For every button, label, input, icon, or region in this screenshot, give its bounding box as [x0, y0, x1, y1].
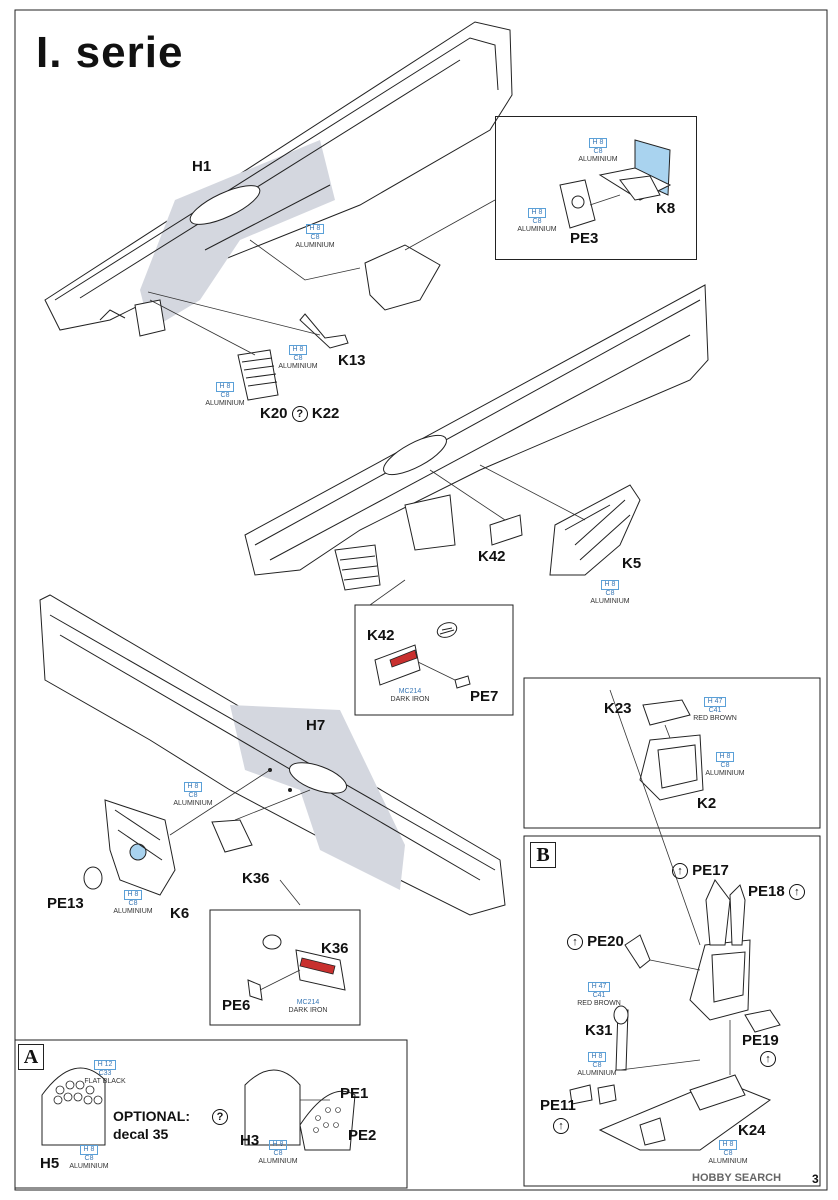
watermark: HOBBY SEARCH — [692, 1172, 782, 1184]
badge-a: A — [18, 1044, 44, 1070]
label-pe2: PE2 — [348, 1127, 377, 1144]
label-k2: K2 — [697, 795, 717, 812]
label-pe1: PE1 — [340, 1085, 369, 1102]
part-k5 — [479, 464, 641, 576]
label-pe17: ↑ PE17 — [672, 862, 729, 880]
label-pe13: PE13 — [47, 895, 84, 912]
k36-highlight — [299, 957, 336, 975]
instrument-panel-a — [41, 1067, 356, 1151]
arrow-turn-icon: ↑ — [672, 863, 688, 880]
seat-assembly-b — [569, 879, 781, 1151]
arrow-turn-icon: ↑ — [788, 884, 805, 901]
label-h5: H5 — [40, 1155, 60, 1172]
question-icon: ? — [212, 1108, 228, 1126]
label-h1: H1 — [192, 158, 212, 175]
label-pe6: PE6 — [222, 997, 251, 1014]
label-pe11: PE11 — [540, 1097, 576, 1114]
page-title: I. serie — [36, 28, 184, 77]
inset-box-k8 — [495, 116, 697, 260]
k42-detail — [374, 622, 471, 689]
label-h3: H3 — [240, 1132, 260, 1149]
k36-detail — [247, 934, 346, 1001]
label-pe18: PE18 ↑ — [748, 883, 805, 901]
label-k42-detail: K42 — [367, 627, 395, 644]
pe19-part — [744, 1009, 781, 1033]
label-k23: K23 — [604, 700, 632, 717]
label-pe7: PE7 — [470, 688, 499, 705]
pe20-part — [624, 934, 651, 969]
fuselage-half-h1 — [44, 21, 513, 337]
label-k36-detail: K36 — [321, 940, 349, 957]
label-pe19: PE19 — [742, 1032, 779, 1049]
pe17-part — [705, 879, 731, 946]
label-k36: K36 — [242, 870, 270, 887]
label-pe20: ↑ PE20 — [567, 933, 624, 951]
label-k5: K5 — [622, 555, 642, 572]
label-k6: K6 — [170, 905, 190, 922]
fuselage-half-h7 — [39, 594, 506, 916]
label-k13: K13 — [338, 352, 366, 369]
badge-b: B — [530, 842, 556, 868]
part-k36 — [211, 819, 253, 853]
pe13-part — [83, 866, 103, 890]
arrow-turn-icon: ↑ — [567, 934, 583, 951]
k42-highlight — [389, 649, 418, 668]
seat-k2 — [639, 699, 704, 801]
label-h7: H7 — [306, 717, 326, 734]
optional-line2: decal 35 — [113, 1126, 169, 1142]
label-k8: K8 — [656, 200, 676, 217]
part-k6 — [83, 769, 271, 896]
part-k20 — [237, 349, 279, 401]
label-k31: K31 — [585, 1022, 613, 1039]
question-icon: ? — [291, 406, 308, 423]
label-k24: K24 — [738, 1122, 766, 1139]
page-number: 3 — [812, 1172, 819, 1186]
inset-k8 — [559, 139, 672, 229]
label-k42: K42 — [478, 548, 506, 565]
part-k23 — [642, 699, 691, 726]
pe1-panel — [299, 1090, 356, 1151]
pe3-plate — [559, 179, 596, 229]
label-k20-k22: K20 ? K22 — [260, 405, 340, 423]
fuselage-half-mid — [244, 284, 709, 591]
optional-line1: OPTIONAL: — [113, 1108, 190, 1124]
pe18-part — [729, 884, 746, 946]
arrow-turn-icon: ↑ — [553, 1117, 569, 1135]
part-k13 — [299, 313, 349, 349]
arrow-turn-icon: ↑ — [760, 1050, 776, 1068]
label-pe3: PE3 — [570, 230, 599, 247]
part-k42 — [489, 514, 523, 546]
